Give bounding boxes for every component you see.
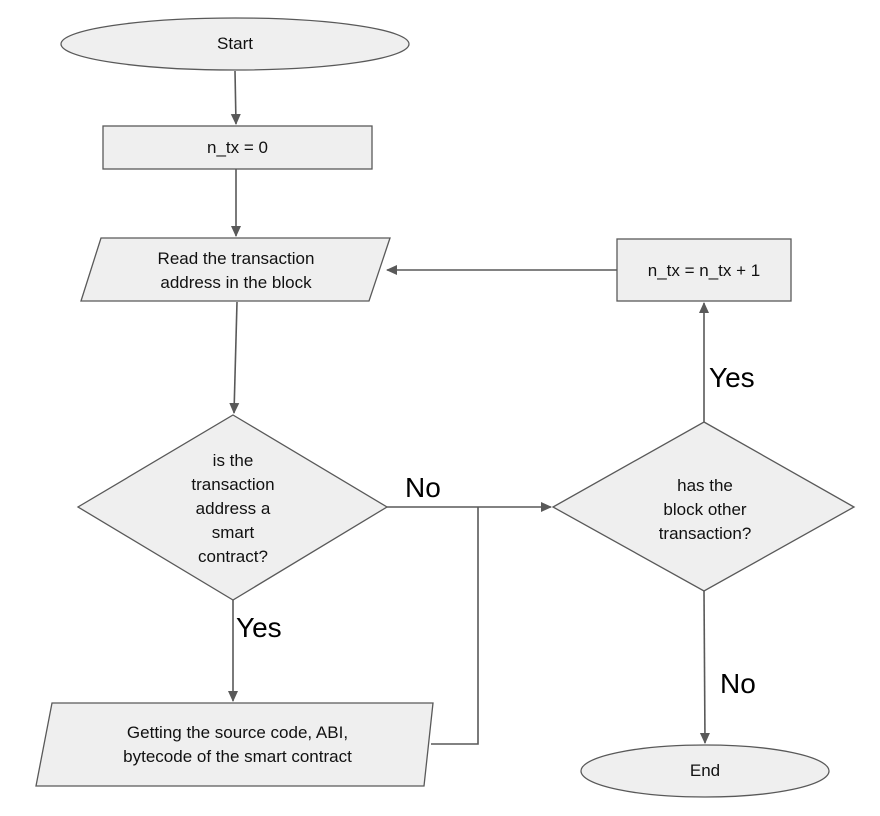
init-label: n_tx = 0 [207, 138, 268, 157]
increment-label: n_tx = n_tx + 1 [647, 261, 761, 280]
end-label: End [689, 761, 721, 780]
read-label: Read the transaction address in the bloc… [157, 249, 315, 292]
start-label: Start [217, 34, 253, 53]
yes-other-label: Yes [709, 362, 755, 393]
yes-contract-label: Yes [236, 612, 282, 643]
increment-process-box [616, 238, 792, 302]
get-source-label: Getting the source code, ABI, bytecode o… [123, 723, 352, 766]
edge-source-to-junction [431, 507, 479, 745]
no-contract-label: No [405, 472, 441, 503]
has-other-label: has the block other transaction? [658, 476, 752, 543]
edge-start-to-init [230, 70, 241, 125]
get-source-parallelogram [35, 702, 434, 787]
no-other-label: No [720, 668, 756, 699]
start-terminal [60, 17, 410, 71]
read-input-parallelogram [80, 237, 391, 302]
edge-other-no [699, 590, 710, 744]
end-terminal [580, 744, 830, 798]
is-contract-label: is the transaction address a smart contr… [191, 451, 275, 566]
edge-read-to-decision [229, 301, 240, 414]
init-process-box [102, 125, 373, 170]
